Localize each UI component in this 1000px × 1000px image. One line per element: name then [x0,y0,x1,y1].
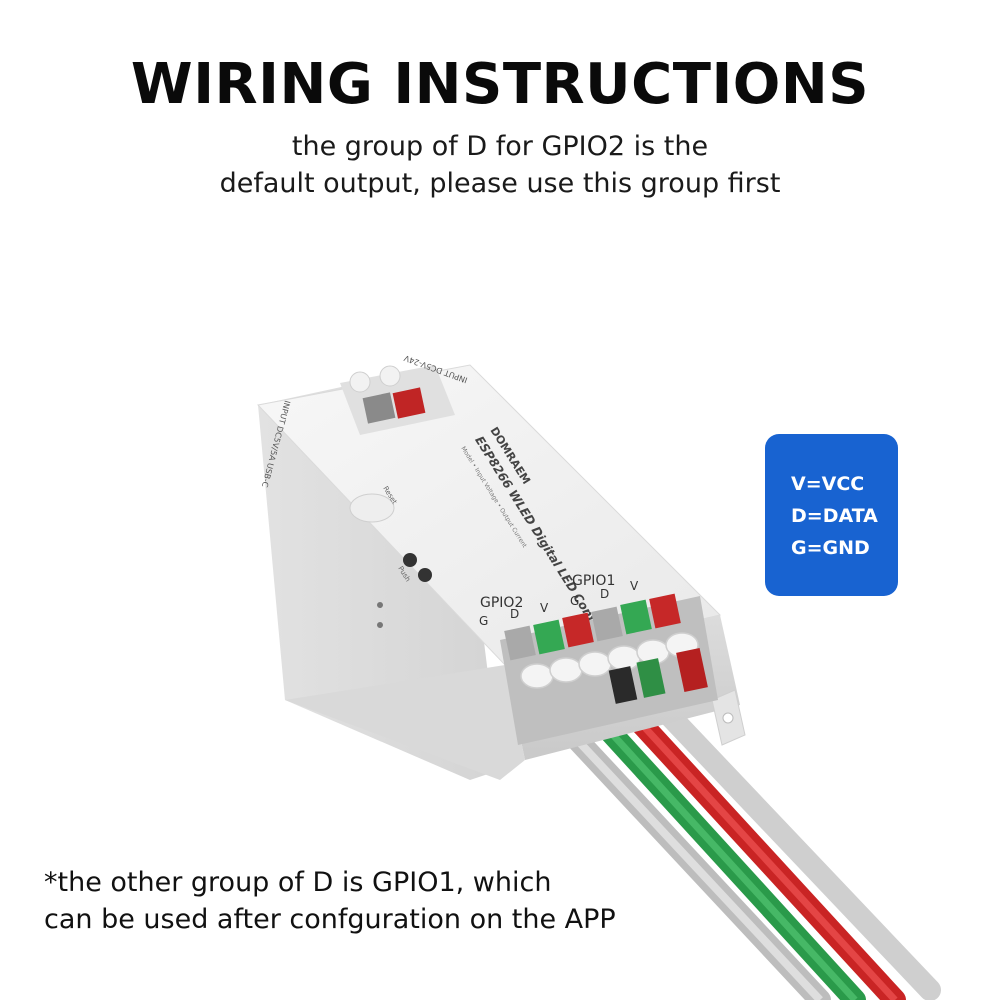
pin-g-1: G [479,614,488,628]
pin-d-1: D [510,607,519,621]
pin-g-2: G [570,594,579,608]
legend-vcc: V=VCC [791,473,865,495]
gpio2-label: GPIO2 [480,595,523,611]
wires [529,663,941,1000]
gpio1-label: GPIO1 [572,573,615,589]
page-title: WIRING INSTRUCTIONS [130,52,870,117]
legend-gnd: G=GND [791,537,870,559]
note-line-1: *the other group of D is GPIO1, which [44,867,552,898]
gpio1-note: *the other group of D is GPIO1, which ca… [44,864,616,938]
controller-housing [257,364,746,780]
gpio-labels: GPIO2 GPIO1 G D V G D V [479,573,639,628]
legend-data: D=DATA [791,505,878,527]
pin-legend-box: V=VCC D=DATA G=GND [765,434,898,596]
reset-button[interactable]: Reset [349,485,399,523]
subtitle-line-2: default output, please use this group fi… [219,168,781,199]
wire-gray-2 [619,663,941,1000]
input-terminal [340,365,455,435]
pin-v-1: V [540,601,549,615]
pin-d-2: D [600,587,609,601]
output-terminal-block [500,593,718,745]
subtitle: the group of D for GPIO2 is the default … [0,128,1000,202]
pin-v-2: V [630,579,639,593]
note-line-2: can be used after confguration on the AP… [44,904,616,935]
subtitle-line-1: the group of D for GPIO2 is the [291,131,709,162]
